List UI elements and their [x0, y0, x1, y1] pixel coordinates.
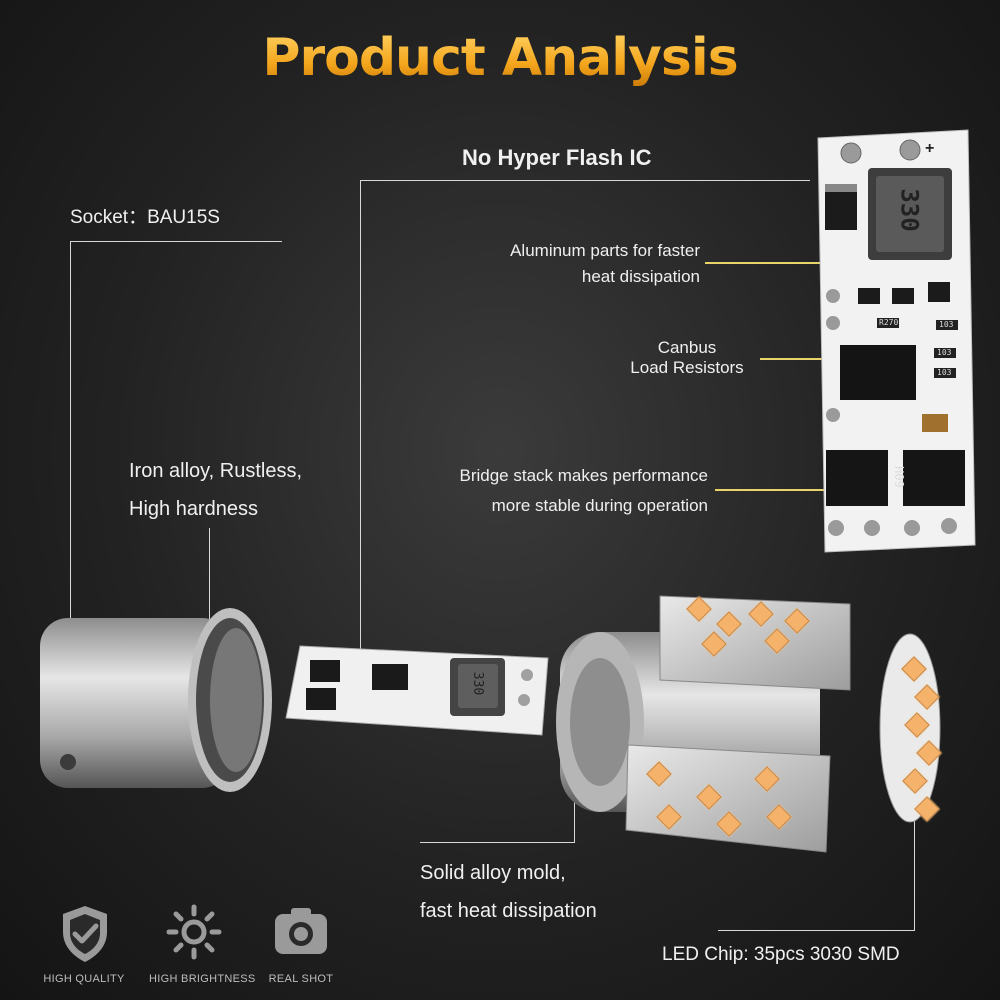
led-chip-label: LED Chip: 35pcs 3030 SMD: [662, 944, 900, 965]
alloy-housing: [556, 595, 851, 853]
plus-marking: +: [925, 140, 935, 157]
aluminum-leader: [705, 262, 820, 264]
bridge-marking: H09: [891, 466, 906, 488]
led-chip: [901, 656, 927, 682]
led-chip: [656, 804, 682, 830]
resistor-marking-2: 103: [939, 320, 954, 329]
bridge-leader: [715, 489, 865, 491]
no-hyper-flash-leader-v: [360, 180, 361, 650]
canbus-label-line1: Canbus: [657, 338, 717, 357]
led-chip: [784, 608, 810, 634]
aluminum-label: Aluminum parts for faster heat dissipati…: [440, 238, 700, 290]
led-chip: [701, 631, 727, 657]
led-leader-h: [718, 930, 915, 931]
socket-leader-v: [70, 241, 71, 626]
led-chip: [646, 761, 672, 787]
no-hyper-flash-leader-h: [360, 180, 810, 181]
small-inductor-marking: 330: [470, 671, 486, 696]
badge-caption: HIGH QUALITY: [43, 973, 125, 985]
led-chip: [914, 684, 940, 710]
resistor-marking-3: 103: [937, 348, 952, 357]
led-chip: [686, 596, 712, 622]
led-leader-v: [914, 800, 915, 930]
socket-label: Socket：BAU15S: [70, 207, 220, 228]
led-chip: [904, 712, 930, 738]
bridge-label-line1: Bridge stack makes performance: [459, 466, 709, 485]
inductor-marking: 330: [895, 188, 924, 232]
sun-icon: [166, 904, 222, 960]
led-chip: [748, 601, 774, 627]
solid-leader-v: [574, 747, 575, 842]
driver-pcb: [285, 645, 549, 736]
camera-icon: [275, 908, 327, 954]
led-chip: [916, 740, 942, 766]
iron-label-line1: Iron alloy, Rustless,: [129, 460, 303, 482]
iron-leader-v: [209, 528, 210, 633]
led-chip: [902, 768, 928, 794]
canbus-leader: [760, 358, 880, 360]
led-chip: [764, 628, 790, 654]
canbus-label: Canbus Load Resistors: [612, 338, 762, 378]
iron-label: Iron alloy, Rustless, High hardness: [129, 452, 302, 528]
page-title: Product Analysis: [0, 28, 1000, 88]
no-hyper-flash-label: No Hyper Flash IC: [462, 145, 652, 170]
led-chip: [766, 804, 792, 830]
bridge-label-line2: more stable during operation: [491, 496, 708, 515]
led-chip: [914, 796, 940, 822]
canbus-label-line2: Load Resistors: [630, 358, 744, 377]
shield-check-icon: [63, 906, 107, 962]
badge-high-brightness: HIGH BRIGHTNESS: [149, 965, 256, 985]
socket-leader-h: [70, 241, 282, 242]
badge-high-quality: HIGH QUALITY: [39, 965, 129, 985]
solid-label-line2: fast heat dissipation: [420, 900, 597, 922]
led-chip: [716, 811, 742, 837]
badge-caption: REAL SHOT: [268, 973, 334, 985]
badge-caption: HIGH BRIGHTNESS: [149, 973, 256, 985]
bau15s-socket: [40, 608, 272, 792]
iron-label-line2: High hardness: [129, 498, 258, 520]
aluminum-label-line2: heat dissipation: [581, 267, 700, 286]
led-chip: [754, 766, 780, 792]
led-chip: [716, 611, 742, 637]
solid-leader-h: [420, 842, 575, 843]
bridge-label: Bridge stack makes performance more stab…: [380, 461, 709, 521]
aluminum-label-line1: Aluminum parts for faster: [510, 241, 700, 260]
resistor-marking-4: 103: [937, 368, 952, 377]
solid-label: Solid alloy mold, fast heat dissipation: [420, 854, 597, 930]
resistor-marking-1: R270: [879, 318, 899, 327]
led-chip: [696, 784, 722, 810]
solid-label-line1: Solid alloy mold,: [420, 862, 566, 884]
badge-real-shot: REAL SHOT: [256, 965, 346, 985]
